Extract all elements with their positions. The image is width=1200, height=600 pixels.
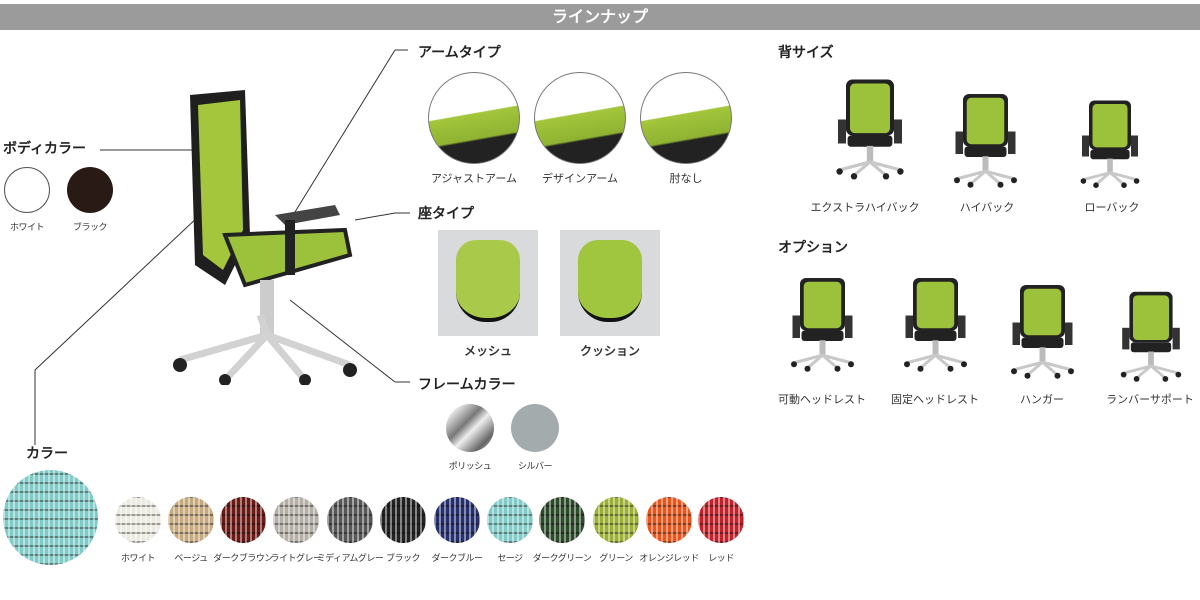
body-color-label: ホワイト (9, 223, 45, 233)
color-heading: カラー (26, 446, 68, 462)
arm-none-image[interactable] (640, 72, 732, 164)
color-swatch-label: ダークブラウン (213, 554, 273, 564)
color-swatch-label: ダークグリーン (532, 554, 592, 564)
back-low-image[interactable] (1075, 95, 1145, 190)
arm-design-image[interactable] (534, 72, 626, 164)
color-swatch[interactable] (168, 497, 214, 543)
arm-adjust-image[interactable] (428, 72, 520, 164)
color-swatch-label: グリーン (599, 554, 633, 564)
option-label: ハンガー (1020, 393, 1064, 406)
arm-type-label: デザインアーム (541, 172, 618, 185)
back-high-image[interactable] (948, 88, 1023, 190)
seat-type-label: メッシュ (463, 344, 512, 358)
color-swatch[interactable] (273, 497, 319, 543)
main-chair-image (173, 90, 357, 385)
seat-type-label: クッション (579, 344, 640, 358)
color-swatch-label: ライトグレー (270, 554, 322, 564)
option-lumbar-support-image[interactable] (1115, 285, 1187, 385)
color-swatch-label: ブラック (385, 554, 421, 564)
frame-color-label: ポリッシュ (448, 462, 492, 472)
color-swatch[interactable] (115, 497, 161, 543)
color-swatch[interactable] (646, 497, 692, 543)
option-label: ランバーサポート (1106, 393, 1194, 406)
frame-color-label: シルバー (517, 462, 553, 472)
body-color-heading: ボディカラー (3, 141, 87, 157)
option-fixed-headrest-image[interactable] (898, 262, 973, 384)
frame-polish-swatch[interactable] (446, 404, 494, 452)
option-label: 可動ヘッドレスト (778, 393, 866, 406)
color-swatch-label: ホワイト (120, 554, 156, 564)
back-size-label: ローバック (1084, 201, 1140, 214)
color-swatch-label: オレンジレッド (639, 554, 699, 564)
options-heading: オプション (778, 240, 848, 256)
color-swatch-label: ミディアムグレー (316, 554, 384, 564)
option-hanger-image[interactable] (1005, 275, 1080, 385)
frame-silver-swatch[interactable] (511, 404, 559, 452)
body-color-black-swatch[interactable] (67, 167, 113, 213)
frame-color-heading: フレームカラー (418, 377, 516, 393)
color-swatch[interactable] (593, 497, 639, 543)
back-size-label: ハイバック (959, 201, 1015, 214)
option-movable-headrest-image[interactable] (785, 262, 860, 384)
page-title: ラインナップ (0, 4, 1200, 30)
back-extra-high-image[interactable] (830, 65, 910, 190)
color-swatch-label: ダークブルー (431, 554, 483, 564)
color-swatch-label: レッド (708, 554, 734, 564)
body-color-label: ブラック (72, 223, 108, 233)
color-swatch[interactable] (487, 497, 533, 543)
option-label: 固定ヘッドレスト (891, 393, 979, 406)
color-swatch[interactable] (698, 497, 744, 543)
back-size-label: エクストラハイバック (810, 201, 920, 214)
color-swatch[interactable] (539, 497, 585, 543)
arm-type-heading: アームタイプ (418, 45, 501, 61)
selected-color-large-swatch (3, 470, 98, 565)
body-color-white-swatch[interactable] (4, 167, 50, 213)
arm-type-label: アジャストアーム (430, 172, 518, 185)
seat-type-heading: 座タイプ (418, 206, 474, 222)
color-swatch[interactable] (380, 497, 426, 543)
color-swatch[interactable] (434, 497, 480, 543)
color-swatch-label: セージ (497, 554, 523, 564)
seat-mesh-image[interactable] (438, 230, 538, 336)
seat-cushion-image[interactable] (560, 230, 660, 336)
color-swatch-label: ベージュ (174, 554, 208, 564)
back-size-heading: 背サイズ (778, 45, 834, 61)
color-swatch[interactable] (220, 497, 266, 543)
arm-type-label: 肘なし (669, 172, 703, 185)
color-swatch[interactable] (327, 497, 373, 543)
